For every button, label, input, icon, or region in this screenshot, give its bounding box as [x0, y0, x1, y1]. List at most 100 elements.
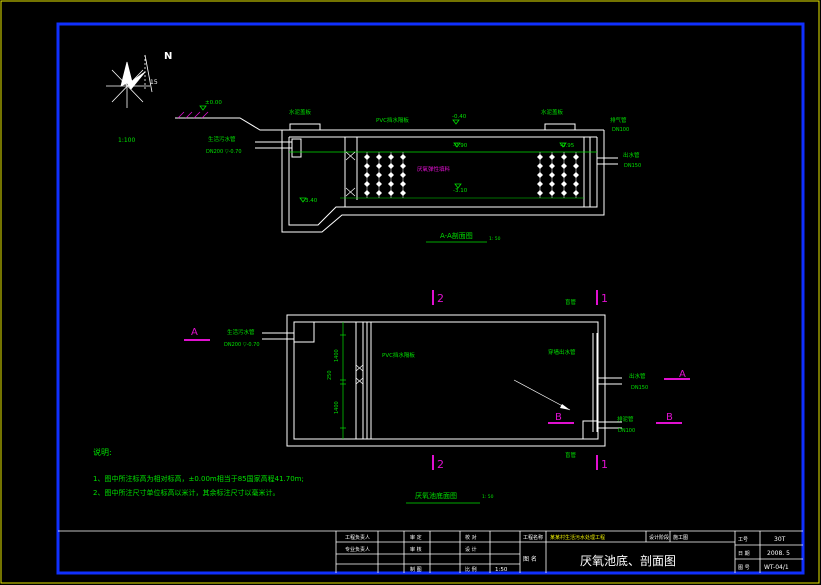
filler-right — [537, 152, 579, 198]
aa-bottom-left-level: -3.40 — [303, 198, 318, 204]
north-arrow — [106, 54, 153, 108]
filler-node — [400, 154, 406, 160]
filler-node — [364, 190, 370, 196]
filler-node — [537, 163, 543, 169]
aa-inlet-label: 生活污水管 — [208, 135, 236, 143]
plan-dimensions — [340, 322, 346, 439]
plan-wall-markers — [355, 364, 364, 385]
filler-node — [573, 172, 579, 178]
tb-c7: 制 图 — [410, 566, 422, 573]
filler-node — [388, 190, 394, 196]
plan-pipe-top: 盲管 — [565, 298, 577, 306]
wall-markers — [345, 151, 356, 197]
filler-node — [561, 190, 567, 196]
filler-node — [400, 181, 406, 187]
filler-node — [549, 181, 555, 187]
tb-c3: 审 定 — [410, 534, 422, 541]
plan-section-2-top: 2 — [437, 292, 444, 305]
filler-node — [400, 172, 406, 178]
flow-arrow-head — [560, 404, 570, 410]
plan-drawing — [262, 314, 622, 447]
plan-pipe-bottom: 盲管 — [565, 451, 577, 459]
plan-outlet-label: 出水管 — [629, 372, 646, 380]
aa-filler-label: 厌氧弹性填料 — [417, 165, 451, 173]
plan-pvc-label: PVC挡水隔板 — [382, 351, 415, 359]
section-aa-drawing — [175, 117, 618, 233]
filler-node — [388, 172, 394, 178]
plan-section-2-bottom: 2 — [437, 458, 444, 471]
plan-outlet-spec: DN150 — [631, 385, 648, 391]
tb-c4: 审 核 — [410, 546, 422, 553]
tb-c5: 校 对 — [465, 534, 477, 541]
filler-node — [561, 181, 567, 187]
notes-line-2: 2、图中所注尺寸单位标高以米计，其余标注尺寸以毫米计。 — [93, 488, 279, 497]
tb-drawing-title: 厌氧池底、剖面图 — [580, 553, 676, 568]
ground-level-label: ±0.00 — [205, 100, 222, 106]
plan-title: 厌氧池底面图 — [415, 491, 457, 500]
title-block-grid — [58, 530, 803, 573]
aa-outlet-label: 出水管 — [623, 151, 640, 159]
filler-node — [376, 172, 382, 178]
filler-node — [573, 163, 579, 169]
section-cut-marks — [184, 290, 690, 470]
aa-right-level: -0.95 — [560, 143, 575, 149]
plan-dim-2: 250 — [327, 370, 333, 380]
tb-date-value: 2008. 5 — [767, 550, 790, 557]
tb-sheet-label: 图 号 — [738, 565, 750, 571]
drawing-border — [56, 22, 805, 575]
tb-phase-value: 施工图 — [673, 534, 688, 541]
filler-node — [573, 181, 579, 187]
filler-node — [364, 154, 370, 160]
tb-sheet-value: WT-04/1 — [764, 564, 789, 571]
tb-date-label: 日 期 — [738, 551, 750, 557]
filler-node — [400, 190, 406, 196]
plan-title-scale: 1: 50 — [482, 494, 494, 500]
plan-mark-a-left: A — [191, 327, 198, 338]
plan-mark-a-right: A — [679, 369, 686, 380]
plan-pipe-vertical: 穿墙出水管 — [548, 348, 576, 356]
filler-node — [549, 163, 555, 169]
filler-node — [388, 154, 394, 160]
filler-left — [364, 152, 406, 198]
aa-top-level: -0.40 — [452, 114, 467, 120]
plan-dim-3: 1400 — [334, 401, 340, 414]
tb-phase-label: 设计阶段 — [649, 534, 669, 541]
tb-project-value: 某某村生活污水处理工程 — [550, 534, 605, 541]
level-markers — [199, 105, 567, 203]
filler-node — [376, 181, 382, 187]
tb-c8: 比 例 — [465, 566, 477, 573]
plan-inlet-spec: DN200 ▽-0.70 — [224, 342, 260, 348]
plan-section-1-bottom: 1 — [601, 458, 608, 471]
notes-heading: 说明: — [93, 447, 112, 457]
north-angle: 15 — [150, 79, 158, 86]
filler-node — [561, 154, 567, 160]
filler-node — [376, 163, 382, 169]
plan-vent-label: 排泥管 — [617, 415, 634, 423]
aa-title: A-A剖面图 — [440, 231, 473, 240]
plan-vent-spec: DN100 — [618, 428, 635, 434]
flow-arrow — [513, 379, 571, 411]
filler-node — [364, 172, 370, 178]
plan-mark-b-left: B — [555, 412, 562, 423]
filler-node — [549, 190, 555, 196]
filler-node — [400, 163, 406, 169]
tb-project-label: 工程名称 — [523, 534, 543, 541]
filler-node — [573, 190, 579, 196]
plan-dim-1: 1400 — [334, 349, 340, 362]
aa-outlet-spec: DN150 — [624, 163, 641, 169]
aa-pvc-label: PVC挡水隔板 — [376, 116, 409, 124]
aa-inlet-spec: DN200 ▽-0.70 — [206, 149, 242, 155]
plan-inlet-label: 生活污水管 — [227, 328, 255, 336]
tb-c6: 设 计 — [465, 546, 477, 553]
tb-job-value: 30T — [774, 536, 786, 543]
aa-manhole-right: 水泥盖板 — [541, 108, 564, 116]
notes-line-1: 1、图中所注标高为相对标高，±0.00m相当于85国家高程41.70m; — [93, 474, 304, 483]
aa-bottom-mid-level: -3.10 — [453, 188, 468, 194]
filler-node — [561, 172, 567, 178]
filler-node — [573, 154, 579, 160]
aa-manhole-left: 水泥盖板 — [289, 108, 312, 116]
plan-mark-b-right: B — [666, 412, 673, 423]
filler-node — [364, 181, 370, 187]
